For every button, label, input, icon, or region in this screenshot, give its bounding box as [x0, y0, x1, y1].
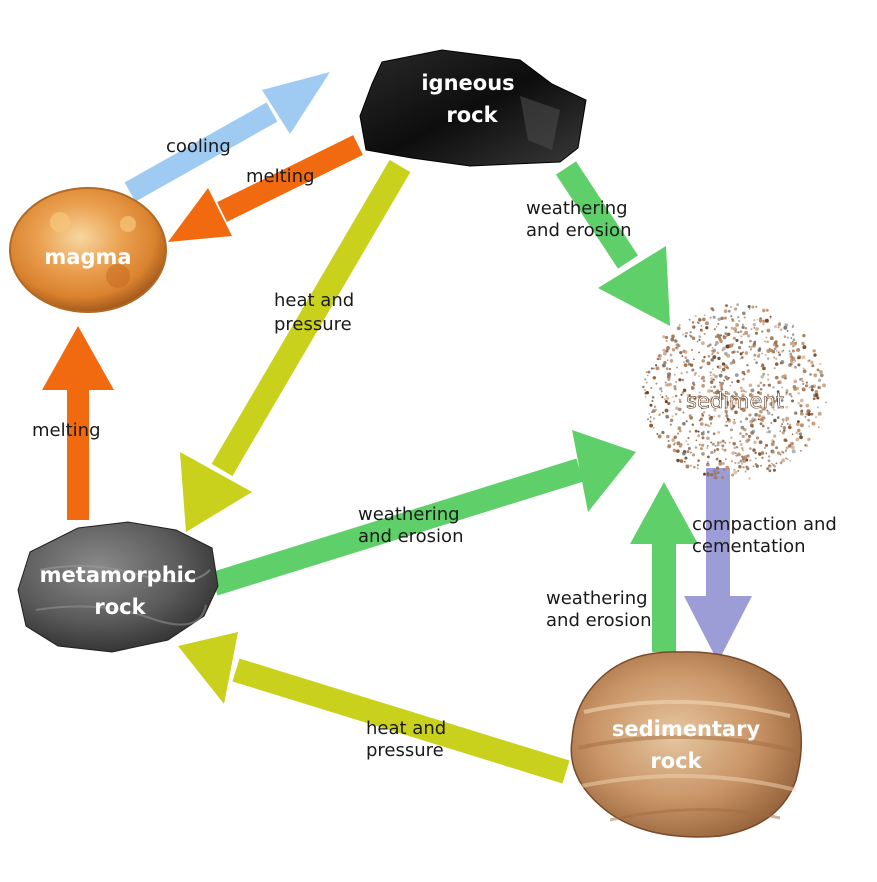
magma-label: magma	[44, 245, 131, 269]
sediment-node: sediment	[642, 303, 827, 480]
magma-node: magma	[9, 187, 167, 313]
weathering-arrow-sedimentary	[630, 482, 698, 652]
compaction-label-line2: cementation	[692, 536, 806, 557]
cooling-arrow	[124, 72, 330, 202]
weathering-arrow-igneous	[555, 161, 670, 326]
melting-arrow-igneous	[168, 135, 363, 242]
compaction-label: compaction and	[692, 514, 837, 535]
sediment-particles	[642, 303, 827, 480]
sedimentary-rock-label: sedimentary	[612, 717, 761, 741]
sediment-label: sediment	[686, 389, 784, 413]
heat-pressure-arrow-sedimentary	[178, 632, 570, 784]
igneous-rock-label-line2: rock	[446, 103, 498, 127]
igneous-rock-node: igneous rock	[359, 49, 587, 167]
heat-pressure-label-igneous-line2: pressure	[274, 314, 352, 335]
cooling-label: cooling	[166, 136, 231, 157]
melting-arrow-metamorphic	[42, 326, 114, 520]
igneous-rock-label: igneous	[421, 71, 514, 95]
metamorphic-rock-label: metamorphic	[40, 563, 197, 587]
metamorphic-rock-node: metamorphic rock	[17, 521, 219, 653]
weathering-label-metamorphic: weathering	[358, 504, 460, 525]
sedimentary-rock-label-line2: rock	[650, 749, 702, 773]
sedimentary-rock-node: sedimentary rock	[570, 651, 803, 838]
weathering-arrow-metamorphic	[210, 430, 636, 596]
heat-pressure-label-igneous: heat and	[274, 290, 354, 311]
heat-pressure-arrow-igneous	[180, 159, 411, 532]
weathering-label-sedimentary-line2: and erosion	[546, 610, 651, 631]
weathering-label-igneous: weathering	[526, 198, 628, 219]
weathering-label-sedimentary: weathering	[546, 588, 648, 609]
heat-pressure-label-sedimentary: heat and	[366, 718, 446, 739]
metamorphic-rock-label-line2: rock	[94, 595, 146, 619]
melting-label-igneous: melting	[246, 166, 315, 187]
heat-pressure-label-sedimentary-line2: pressure	[366, 740, 444, 761]
weathering-label-metamorphic-line2: and erosion	[358, 526, 463, 547]
melting-label-metamorphic: melting	[32, 420, 101, 441]
compaction-arrow	[684, 468, 752, 662]
weathering-label-igneous-line2: and erosion	[526, 220, 631, 241]
